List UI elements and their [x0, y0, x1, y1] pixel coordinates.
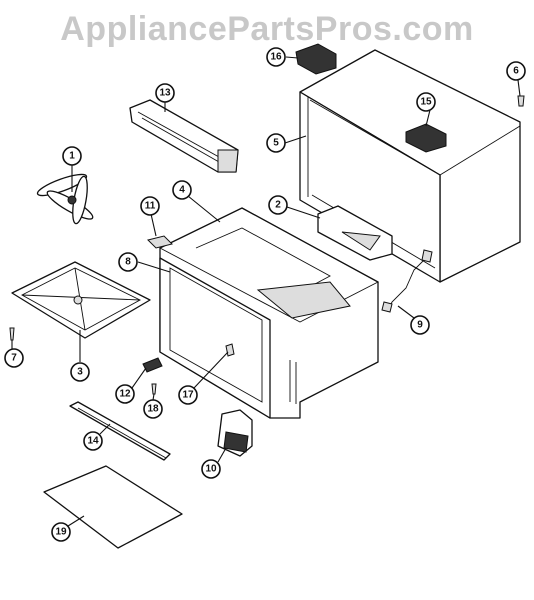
svg-text:14: 14 [87, 436, 99, 447]
callout-5: 5 [266, 133, 286, 153]
svg-text:5: 5 [273, 138, 279, 149]
callout-16: 16 [266, 47, 286, 67]
callout-2: 2 [268, 195, 288, 215]
callout-13: 13 [155, 83, 175, 103]
callout-17: 17 [178, 385, 198, 405]
callout-14: 14 [83, 431, 103, 451]
callout-1: 1 [62, 146, 82, 166]
callout-15: 15 [416, 92, 436, 112]
callout-3: 3 [70, 362, 90, 382]
svg-text:8: 8 [125, 257, 131, 268]
sensor-part[interactable] [295, 43, 337, 75]
callout-7: 7 [4, 348, 24, 368]
svg-text:9: 9 [417, 320, 423, 331]
callout-9: 9 [410, 315, 430, 335]
svg-text:3: 3 [77, 367, 83, 378]
stirrer-cover-plate[interactable] [11, 261, 151, 339]
callout-6: 6 [506, 61, 526, 81]
interlock-switch[interactable] [142, 357, 163, 373]
stirrer-blade[interactable] [36, 170, 96, 225]
svg-text:13: 13 [159, 88, 171, 99]
svg-text:4: 4 [179, 185, 185, 196]
callout-11: 11 [140, 196, 160, 216]
callout-18: 18 [143, 399, 163, 419]
svg-text:6: 6 [513, 66, 519, 77]
svg-text:12: 12 [119, 389, 131, 400]
top-vent-grille[interactable] [129, 99, 239, 173]
screw-part[interactable] [517, 95, 525, 107]
screw-18[interactable] [151, 383, 157, 395]
svg-text:2: 2 [275, 200, 281, 211]
leader-lines [11, 56, 521, 527]
callout-10: 10 [201, 459, 221, 479]
thermistor-lead[interactable] [381, 249, 433, 313]
bottom-rail[interactable] [69, 401, 171, 461]
callout-12: 12 [115, 384, 135, 404]
bottom-plate[interactable] [43, 465, 183, 549]
callout-19: 19 [51, 522, 71, 542]
latch-part[interactable] [147, 235, 173, 249]
mounting-bracket[interactable] [217, 409, 253, 457]
callout-4: 4 [172, 180, 192, 200]
svg-text:19: 19 [55, 527, 67, 538]
svg-text:10: 10 [205, 464, 217, 475]
svg-text:18: 18 [147, 404, 159, 415]
svg-text:7: 7 [11, 353, 17, 364]
outer-cabinet-wrapper[interactable] [299, 49, 521, 283]
svg-text:15: 15 [420, 97, 432, 108]
callout-8: 8 [118, 252, 138, 272]
lamp-socket[interactable] [225, 343, 235, 357]
waveguide-cover[interactable] [317, 205, 393, 261]
small-screw[interactable] [9, 327, 15, 341]
svg-text:1: 1 [69, 151, 75, 162]
svg-text:16: 16 [270, 52, 282, 63]
svg-text:17: 17 [182, 390, 194, 401]
svg-text:11: 11 [145, 201, 156, 212]
watermark-text: AppliancePartsPros.com [60, 10, 474, 48]
